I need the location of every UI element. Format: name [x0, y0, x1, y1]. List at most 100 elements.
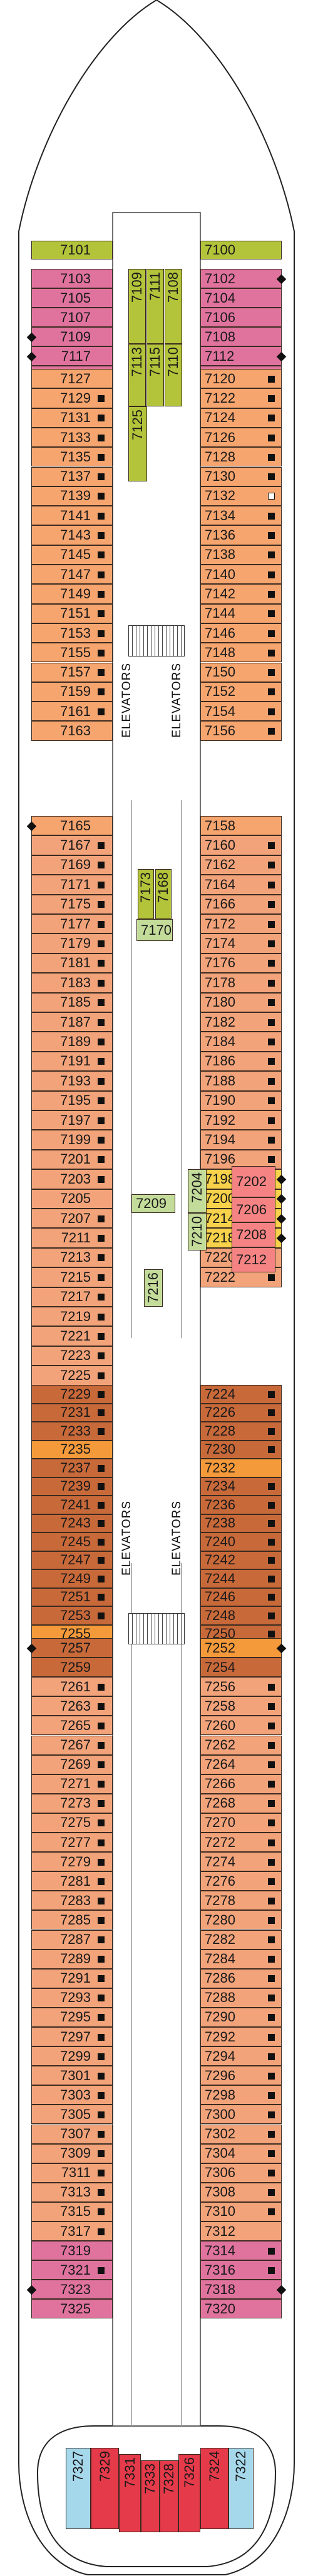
cabin-7196[interactable]: 7196: [200, 1149, 282, 1170]
cabin-7224[interactable]: 7224: [200, 1385, 282, 1404]
cabin-7181[interactable]: 7181: [31, 953, 113, 974]
cabin-7126[interactable]: 7126: [200, 427, 282, 448]
cabin-7269[interactable]: 7269: [31, 1754, 113, 1774]
cabin-7289[interactable]: 7289: [31, 1949, 113, 1969]
cabin-7265[interactable]: 7265: [31, 1716, 113, 1736]
cabin-7191[interactable]: 7191: [31, 1051, 113, 1072]
cabin-7231[interactable]: 7231: [31, 1403, 113, 1422]
cabin-7132[interactable]: 7132: [200, 486, 282, 506]
cabin-7199[interactable]: 7199: [31, 1130, 113, 1150]
cabin-7279[interactable]: 7279: [31, 1852, 113, 1872]
cabin-7244[interactable]: 7244: [200, 1569, 282, 1588]
cabin-7296[interactable]: 7296: [200, 2066, 282, 2086]
cabin-7307[interactable]: 7307: [31, 2124, 113, 2144]
cabin-7302[interactable]: 7302: [200, 2124, 282, 2144]
cabin-7184[interactable]: 7184: [200, 1032, 282, 1052]
cabin-7292[interactable]: 7292: [200, 2027, 282, 2047]
cabin-7112[interactable]: 7112: [200, 346, 287, 366]
cabin-7185[interactable]: 7185: [31, 992, 113, 1012]
cabin-7189[interactable]: 7189: [31, 1032, 113, 1052]
cabin-7301[interactable]: 7301: [31, 2066, 113, 2086]
cabin-7188[interactable]: 7188: [200, 1071, 282, 1091]
cabin-7251[interactable]: 7251: [31, 1587, 113, 1606]
cabin-7106[interactable]: 7106: [200, 308, 282, 327]
cabin-7294[interactable]: 7294: [200, 2046, 282, 2066]
cabin-7290[interactable]: 7290: [200, 2007, 282, 2027]
cabin-7107[interactable]: 7107: [31, 308, 113, 327]
cabin-7247[interactable]: 7247: [31, 1551, 113, 1569]
cabin-7318[interactable]: 7318: [200, 2280, 287, 2300]
cabin-7275[interactable]: 7275: [31, 1813, 113, 1833]
cabin-7212[interactable]: 7212: [232, 1247, 275, 1272]
cabin-7243[interactable]: 7243: [31, 1514, 113, 1532]
cabin-7314[interactable]: 7314: [200, 2241, 282, 2261]
cabin-7216[interactable]: 7216: [144, 1269, 163, 1307]
cabin-7143[interactable]: 7143: [31, 525, 113, 545]
cabin-7213[interactable]: 7213: [31, 1247, 113, 1268]
cabin-7274[interactable]: 7274: [200, 1852, 282, 1872]
cabin-7215[interactable]: 7215: [31, 1267, 113, 1287]
cabin-7131[interactable]: 7131: [31, 408, 113, 428]
cabin-7285[interactable]: 7285: [31, 1910, 113, 1930]
cabin-7249[interactable]: 7249: [31, 1569, 113, 1588]
cabin-7135[interactable]: 7135: [31, 447, 113, 467]
cabin-7180[interactable]: 7180: [200, 992, 282, 1012]
cabin-7178[interactable]: 7178: [200, 973, 282, 993]
cabin-7208[interactable]: 7208: [232, 1222, 275, 1247]
cabin-7304[interactable]: 7304: [200, 2143, 282, 2163]
cabin-7108[interactable]: 7108: [200, 327, 282, 346]
cabin-7237[interactable]: 7237: [31, 1459, 113, 1477]
cabin-7211[interactable]: 7211: [31, 1228, 113, 1248]
cabin-7313[interactable]: 7313: [31, 2182, 113, 2202]
cabin-7154[interactable]: 7154: [200, 702, 282, 722]
cabin-7138[interactable]: 7138: [200, 545, 282, 565]
cabin-7297[interactable]: 7297: [31, 2027, 113, 2047]
cabin-7102[interactable]: 7102: [200, 269, 287, 288]
cabin-7288[interactable]: 7288: [200, 1988, 282, 2008]
cabin-7176[interactable]: 7176: [200, 953, 282, 974]
cabin-7156[interactable]: 7156: [200, 721, 282, 741]
cabin-7128[interactable]: 7128: [200, 447, 282, 467]
cabin-7308[interactable]: 7308: [200, 2182, 282, 2202]
cabin-7276[interactable]: 7276: [200, 1871, 282, 1891]
cabin-7168[interactable]: 7168: [155, 869, 172, 919]
cabin-7142[interactable]: 7142: [200, 584, 282, 604]
cabin-7268[interactable]: 7268: [200, 1793, 282, 1813]
cabin-7174[interactable]: 7174: [200, 933, 282, 953]
cabin-7316[interactable]: 7316: [200, 2260, 282, 2280]
cabin-7252[interactable]: 7252: [200, 1638, 287, 1658]
cabin-7235[interactable]: 7235: [31, 1440, 113, 1459]
cabin-7186[interactable]: 7186: [200, 1051, 282, 1072]
cabin-7111[interactable]: 7111: [146, 269, 164, 344]
cabin-7232[interactable]: 7232: [200, 1459, 282, 1477]
cabin-7233[interactable]: 7233: [31, 1422, 113, 1441]
cabin-7179[interactable]: 7179: [31, 933, 113, 953]
cabin-7295[interactable]: 7295: [31, 2007, 113, 2027]
cabin-7182[interactable]: 7182: [200, 1012, 282, 1032]
cabin-7157[interactable]: 7157: [31, 662, 113, 682]
cabin-7207[interactable]: 7207: [31, 1209, 113, 1229]
cabin-7146[interactable]: 7146: [200, 623, 282, 643]
cabin-7258[interactable]: 7258: [200, 1696, 282, 1716]
cabin-7312[interactable]: 7312: [200, 2221, 282, 2241]
cabin-7327[interactable]: 7327: [66, 2448, 91, 2529]
cabin-7278[interactable]: 7278: [200, 1891, 282, 1911]
cabin-7108[interactable]: 7108: [165, 269, 182, 344]
cabin-7140[interactable]: 7140: [200, 565, 282, 585]
cabin-7101[interactable]: 7101: [31, 241, 113, 259]
cabin-7226[interactable]: 7226: [200, 1403, 282, 1422]
cabin-7262[interactable]: 7262: [200, 1735, 282, 1755]
cabin-7165[interactable]: 7165: [26, 816, 113, 836]
cabin-7159[interactable]: 7159: [31, 682, 113, 702]
cabin-7324[interactable]: 7324: [200, 2448, 228, 2529]
cabin-7192[interactable]: 7192: [200, 1110, 282, 1130]
cabin-7145[interactable]: 7145: [31, 545, 113, 565]
cabin-7141[interactable]: 7141: [31, 506, 113, 526]
cabin-7113[interactable]: 7113: [128, 344, 146, 406]
cabin-7124[interactable]: 7124: [200, 408, 282, 428]
cabin-7305[interactable]: 7305: [31, 2105, 113, 2125]
cabin-7236[interactable]: 7236: [200, 1496, 282, 1514]
cabin-7109[interactable]: 7109: [128, 269, 146, 344]
cabin-7162[interactable]: 7162: [200, 855, 282, 875]
cabin-7148[interactable]: 7148: [200, 643, 282, 663]
